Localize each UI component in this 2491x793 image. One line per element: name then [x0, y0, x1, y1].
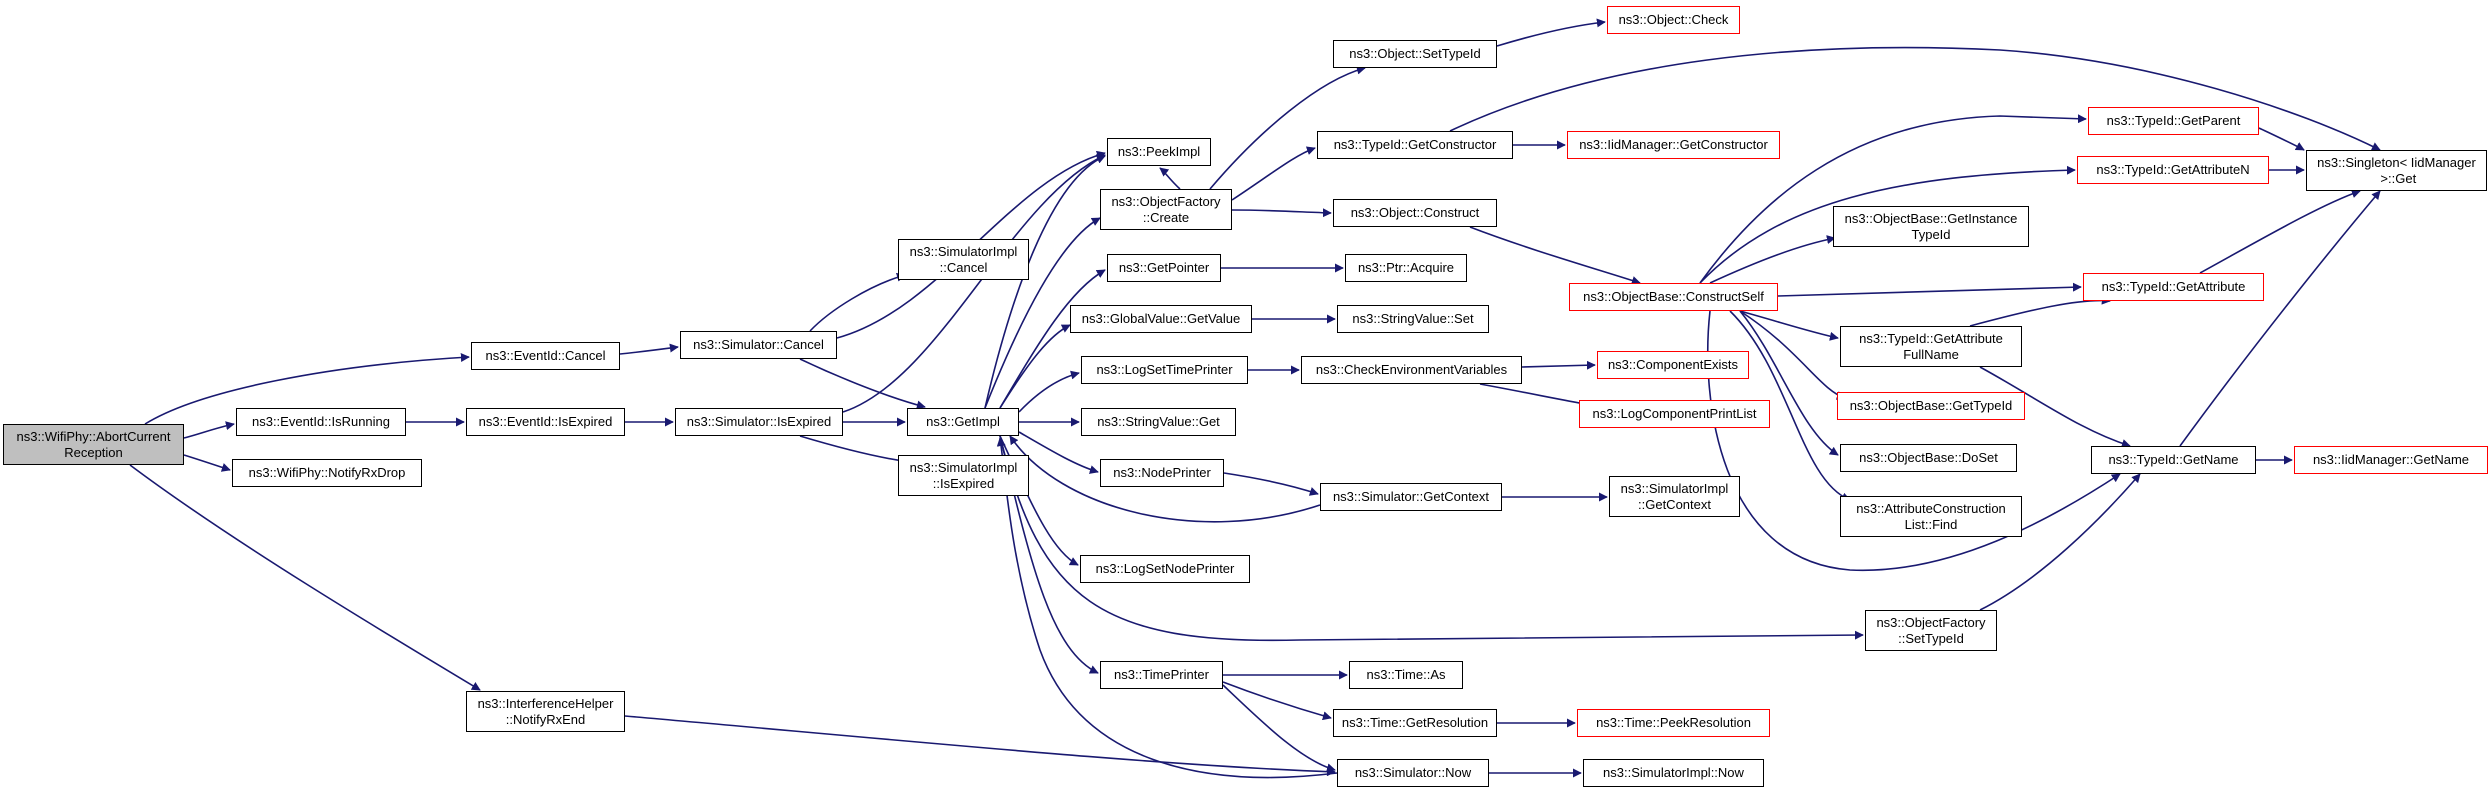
call-edges [129, 18, 2381, 779]
edge-getimpl-getpointer [999, 269, 1106, 409]
node-nodeprinter[interactable]: ns3::NodePrinter [1100, 459, 1224, 487]
node-time-as[interactable]: ns3::Time::As [1349, 661, 1463, 689]
edge-constructself-typeid-getparent [1699, 114, 2087, 284]
edge-objfactory-create-peekimpl [1159, 167, 1181, 190]
node-time-getresolution[interactable]: ns3::Time::GetResolution [1333, 709, 1497, 737]
edge-constructself-objbase-gettypeid [1739, 310, 1846, 400]
edge-object-construct-constructself [1469, 226, 1641, 285]
node-object-settypeid[interactable]: ns3::Object::SetTypeId [1333, 40, 1497, 68]
edge-getimpl-nodeprinter [1018, 431, 1099, 474]
edge-sim-isexpired-peekimpl [842, 154, 1106, 413]
edge-timeprinter-sim-now [1222, 684, 1336, 773]
node-logsettimeprinter[interactable]: ns3::LogSetTimePrinter [1081, 356, 1248, 384]
node-simulatorimpl-isexpired[interactable]: ns3::SimulatorImpl ::IsExpired [898, 455, 1029, 496]
node-wifiphy-notifyrxdrop[interactable]: ns3::WifiPhy::NotifyRxDrop [232, 459, 422, 487]
node-typeid-getattributefullname[interactable]: ns3::TypeId::GetAttribute FullName [1840, 326, 2022, 367]
edge-root-notifyrxdrop [183, 454, 231, 472]
node-globalvalue-getvalue[interactable]: ns3::GlobalValue::GetValue [1070, 305, 1252, 333]
node-iidmanager-getname[interactable]: ns3::IidManager::GetName [2294, 446, 2488, 474]
node-componentexists[interactable]: ns3::ComponentExists [1597, 351, 1749, 379]
edge-timeprinter-time-getresolution [1222, 681, 1332, 721]
edge-sim-cancel-getimpl [799, 358, 926, 410]
node-iidmanager-getconstructor[interactable]: ns3::IidManager::GetConstructor [1567, 131, 1780, 159]
edge-interference-sim-now [624, 715, 1336, 777]
edge-sim-getcontext-getimpl [1009, 435, 1321, 523]
node-objectfactory-settypeid[interactable]: ns3::ObjectFactory ::SetTypeId [1865, 610, 1997, 651]
node-getpointer[interactable]: ns3::GetPointer [1107, 254, 1221, 282]
node-eventid-cancel[interactable]: ns3::EventId::Cancel [471, 342, 620, 370]
edge-sim-cancel-simimpl-cancel [809, 272, 906, 332]
edge-constructself-objbase-doset [1739, 310, 1839, 456]
node-eventid-isrunning[interactable]: ns3::EventId::IsRunning [236, 408, 406, 436]
node-simulator-cancel[interactable]: ns3::Simulator::Cancel [680, 331, 837, 359]
node-singleton-iidmanager-get[interactable]: ns3::Singleton< IidManager >::Get [2306, 150, 2487, 191]
edge-objfactory-create-typeid-getconstructor [1231, 146, 1316, 201]
edge-objfactory-create-object-settypeid [1209, 65, 1366, 190]
edge-getimpl-objfactory-create [984, 217, 1101, 409]
edge-nodeprinter-sim-getcontext [1223, 472, 1319, 496]
node-typeid-getname[interactable]: ns3::TypeId::GetName [2091, 446, 2256, 474]
edge-constructself-typeid-getattribute [1777, 282, 2082, 297]
node-objectbase-gettypeid[interactable]: ns3::ObjectBase::GetTypeId [1837, 392, 2025, 420]
node-objectbase-doset[interactable]: ns3::ObjectBase::DoSet [1840, 444, 2017, 472]
node-eventid-isexpired[interactable]: ns3::EventId::IsExpired [466, 408, 625, 436]
edge-objfactory-settypeid-typeid-getname [1979, 473, 2141, 611]
node-logsetnodeprinter[interactable]: ns3::LogSetNodePrinter [1080, 555, 1250, 583]
edge-constructself-getinstancetypeid [1709, 235, 1836, 284]
edge-sim-now-getimpl [996, 437, 1338, 779]
node-logcomponentprintlist[interactable]: ns3::LogComponentPrintList [1579, 400, 1770, 428]
node-interferencehelper-notifyrxend[interactable]: ns3::InterferenceHelper ::NotifyRxEnd [466, 691, 625, 732]
edge-objfactory-create-object-construct [1231, 208, 1332, 218]
edge-sim-isexpired-simimpl-isexpired [799, 435, 911, 466]
node-typeid-getconstructor[interactable]: ns3::TypeId::GetConstructor [1317, 131, 1513, 159]
node-stringvalue-get[interactable]: ns3::StringValue::Get [1081, 408, 1236, 436]
edge-getattributefullname-typeid-getname [1979, 366, 2131, 448]
node-attributeconstructionlist-find[interactable]: ns3::AttributeConstruction List::Find [1840, 496, 2022, 537]
node-objectfactory-create[interactable]: ns3::ObjectFactory ::Create [1100, 189, 1232, 230]
node-typeid-getattributen[interactable]: ns3::TypeId::GetAttributeN [2077, 156, 2269, 184]
node-time-peekresolution[interactable]: ns3::Time::PeekResolution [1577, 709, 1770, 737]
edge-root-eventid-isrunning [183, 421, 235, 439]
edge-typeid-getparent-singleton [2258, 127, 2305, 151]
node-simulatorimpl-cancel[interactable]: ns3::SimulatorImpl ::Cancel [898, 239, 1029, 280]
edge-eventid-cancel-sim-cancel [619, 343, 679, 355]
node-checkenvironmentvariables[interactable]: ns3::CheckEnvironmentVariables [1301, 356, 1522, 384]
edge-object-settypeid-object-check [1496, 18, 1606, 47]
node-objectbase-constructself[interactable]: ns3::ObjectBase::ConstructSelf [1569, 283, 1778, 311]
node-simulatorimpl-getcontext[interactable]: ns3::SimulatorImpl ::GetContext [1609, 476, 1740, 517]
node-getimpl[interactable]: ns3::GetImpl [907, 408, 1019, 436]
node-object-check[interactable]: ns3::Object::Check [1607, 6, 1740, 34]
edge-getimpl-peekimpl [984, 155, 1106, 409]
edge-constructself-typeid-getattributen [1699, 165, 2076, 284]
node-typeid-getattribute[interactable]: ns3::TypeId::GetAttribute [2083, 273, 2264, 301]
node-objectbase-getinstancetypeid[interactable]: ns3::ObjectBase::GetInstance TypeId [1833, 206, 2029, 247]
node-simulator-isexpired[interactable]: ns3::Simulator::IsExpired [675, 408, 843, 436]
edge-getimpl-globalvalue [999, 324, 1071, 409]
edge-typeid-getname-singleton [2179, 190, 2381, 447]
node-ptr-acquire[interactable]: ns3::Ptr::Acquire [1345, 254, 1467, 282]
node-wifiphy-abortcurrentreception: ns3::WifiPhy::AbortCurrent Reception [3, 424, 184, 465]
edge-root-interference [129, 464, 481, 691]
edge-typeid-getattribute-singleton [2199, 189, 2361, 274]
edge-typeid-getconstructor-singleton [1449, 46, 2381, 151]
node-simulator-now[interactable]: ns3::Simulator::Now [1337, 759, 1489, 787]
edge-constructself-attrconstructionlist [1729, 310, 1851, 502]
node-simulatorimpl-now[interactable]: ns3::SimulatorImpl::Now [1583, 759, 1764, 787]
edge-constructself-getattributefullname [1739, 310, 1839, 341]
node-peekimpl[interactable]: ns3::PeekImpl [1107, 138, 1211, 166]
node-timeprinter[interactable]: ns3::TimePrinter [1100, 661, 1223, 689]
node-object-construct[interactable]: ns3::Object::Construct [1333, 199, 1497, 227]
node-simulator-getcontext[interactable]: ns3::Simulator::GetContext [1320, 483, 1502, 511]
edge-checkenv-componentexists [1521, 360, 1596, 370]
node-typeid-getparent[interactable]: ns3::TypeId::GetParent [2088, 107, 2259, 135]
edge-root-eventid-cancel [144, 352, 470, 425]
node-stringvalue-set[interactable]: ns3::StringValue::Set [1337, 305, 1489, 333]
edge-getimpl-logsettimeprinter [1018, 370, 1080, 413]
edge-getattributefullname-typeid-getattribute [1969, 295, 2111, 327]
